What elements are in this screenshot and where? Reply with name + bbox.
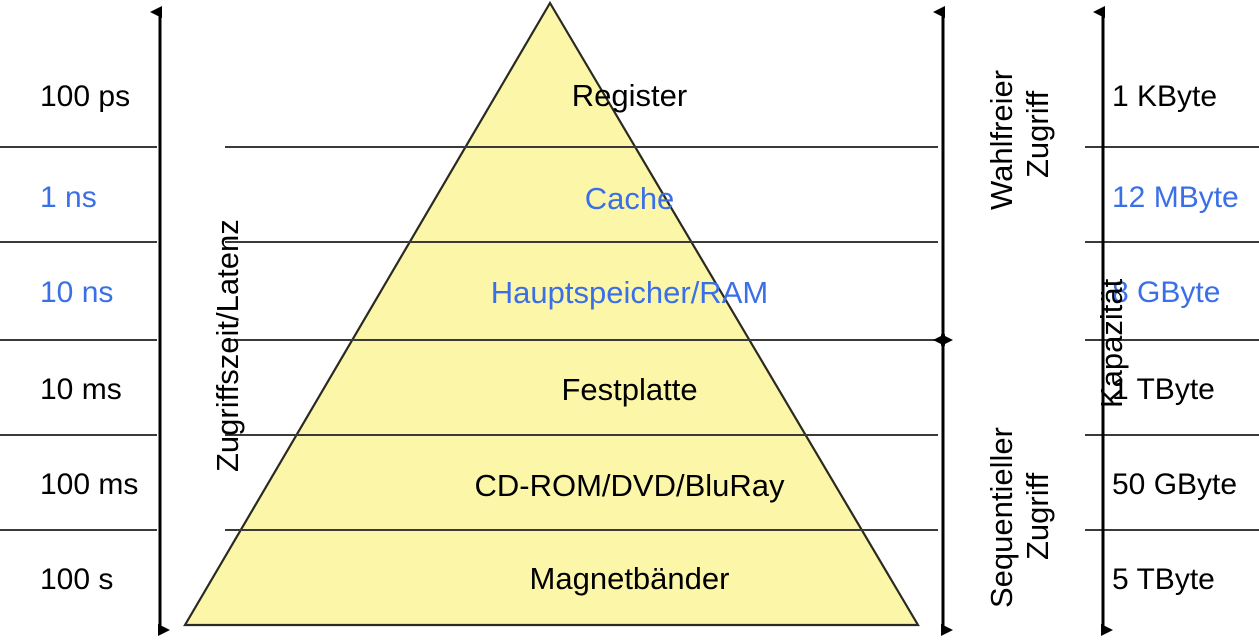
latency-label-ram: 10 ns: [40, 276, 114, 309]
tier-label-tape: Magnetbänder: [0, 563, 1259, 594]
latency-label-optical: 100 ms: [40, 468, 139, 501]
capacity-label-register: 1 KByte: [1112, 80, 1218, 113]
latency-label-festplatte: 10 ms: [40, 373, 122, 406]
sequential-access-label-line2: Zugriff: [1020, 472, 1055, 560]
divider-lines: [0, 146, 1259, 531]
tier-name-optical: CD-ROM/DVD/BluRay: [474, 468, 785, 503]
capacity-label-festplatte: 1 TByte: [1112, 373, 1215, 406]
tier-name-tape: Magnetbänder: [529, 561, 730, 596]
sequential-access-label-line1: Sequentieller: [984, 427, 1019, 608]
capacity-axis-label: Kapazität: [1094, 278, 1129, 408]
capacity-label-cache: 12 MByte: [1112, 181, 1239, 214]
tier-label-festplatte: Festplatte: [0, 374, 1259, 405]
capacity-label-optical: 50 GByte: [1112, 468, 1238, 501]
latency-axis-label: Zugriffszeit/Latenz: [210, 219, 245, 472]
tier-label-ram: Hauptspeicher/RAM: [0, 277, 1259, 308]
tier-name-festplatte: Festplatte: [561, 372, 698, 407]
tier-name-ram: Hauptspeicher/RAM: [490, 275, 769, 310]
capacity-label-tape: 5 TByte: [1112, 563, 1215, 596]
pyramid-shape: [183, 0, 920, 627]
latency-label-register: 100 ps: [40, 80, 131, 113]
random-access-label-line2: Zugriff: [1020, 90, 1055, 178]
random-access-label-line1: Wahlfreier: [984, 69, 1019, 210]
tier-name-register: Register: [571, 78, 688, 113]
capacity-label-ram: 8 GByte: [1112, 276, 1221, 309]
tier-label-register: Register: [0, 80, 1259, 111]
tier-label-cache: Cache: [0, 183, 1259, 214]
latency-label-tape: 100 s: [40, 563, 114, 596]
latency-label-cache: 1 ns: [40, 181, 97, 214]
tier-label-optical: CD-ROM/DVD/BluRay: [0, 470, 1259, 501]
tier-name-cache: Cache: [584, 181, 675, 216]
